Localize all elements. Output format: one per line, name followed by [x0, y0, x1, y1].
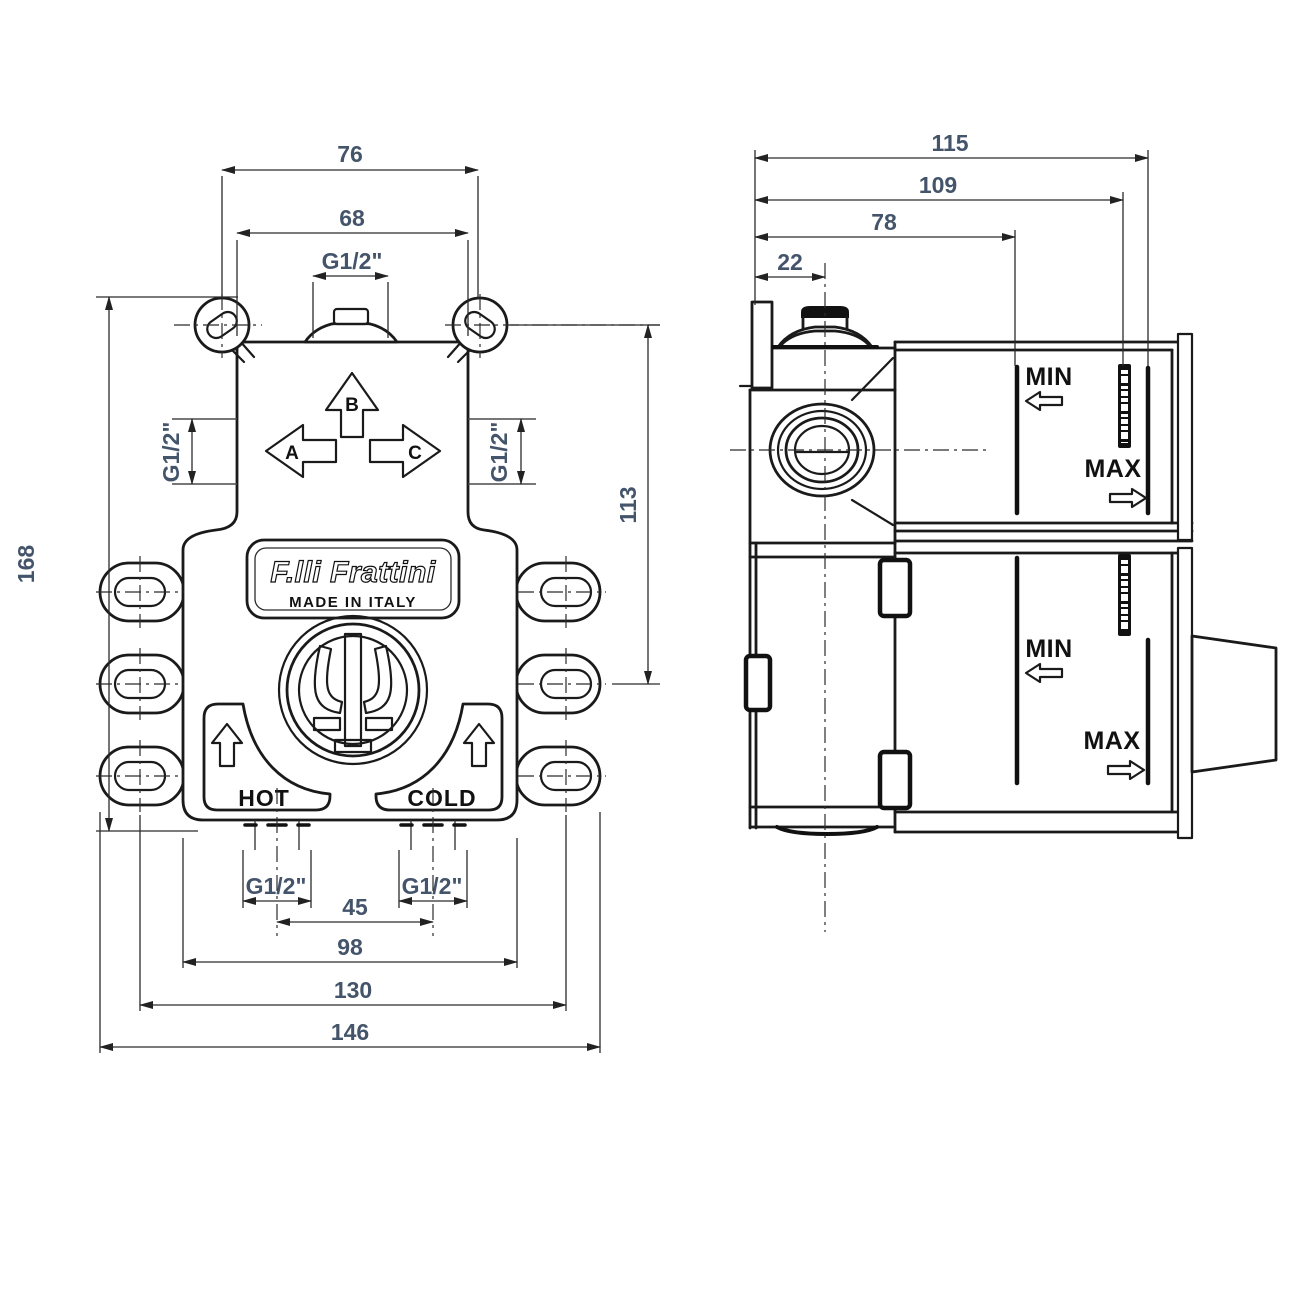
dim-130: 130	[334, 977, 372, 1003]
dim-g12-top: G1/2"	[322, 248, 383, 274]
dimension-labels-side: 115 109 78 22	[777, 130, 969, 275]
max-upper-arrow-icon	[1108, 487, 1148, 509]
dimension-lines-front	[99, 166, 652, 1051]
min-upper-arrow-icon	[1024, 390, 1064, 412]
dim-168: 168	[13, 545, 39, 584]
dim-g12-left: G1/2"	[158, 422, 184, 483]
dim-g12-bottom-left: G1/2"	[246, 873, 307, 899]
dim-109: 109	[919, 172, 957, 198]
dim-115: 115	[931, 130, 968, 156]
max-lower-arrow-icon	[1106, 759, 1146, 781]
extension-lines-front	[96, 176, 660, 1053]
max-lower-label: MAX	[1083, 727, 1140, 755]
hot-up-arrow-icon	[210, 722, 244, 768]
outlet-boss	[1190, 634, 1278, 774]
side-view: MIN MAX MIN MAX 115	[730, 130, 1278, 932]
tab-left-1	[98, 561, 186, 623]
dim-g12-right: G1/2"	[486, 422, 512, 483]
mounting-ear-right	[445, 294, 660, 364]
dim-146: 146	[331, 1019, 369, 1045]
tab-left-3	[98, 745, 186, 807]
dim-68: 68	[339, 205, 365, 231]
cold-up-arrow-icon	[462, 722, 496, 768]
cover-end-cap-lower	[1176, 546, 1194, 840]
min-lower-label: MIN	[1025, 635, 1072, 663]
min-upper-label: MIN	[1025, 363, 1072, 391]
dim-22: 22	[777, 249, 803, 275]
dim-78: 78	[871, 209, 897, 235]
mounting-ear-left	[174, 294, 262, 364]
flow-direction-arrows: B A C	[264, 371, 442, 479]
depth-markings-lower: MIN MAX	[1014, 554, 1151, 786]
max-upper-label: MAX	[1084, 455, 1141, 483]
valve-body-outline	[181, 340, 519, 822]
up-arrow-icon	[324, 371, 380, 439]
dim-113: 113	[615, 486, 641, 523]
left-arrow-icon	[264, 423, 338, 479]
wall-flange	[750, 300, 774, 390]
front-view: B A C F.lli Frattini MADE IN ITALY	[13, 141, 660, 1053]
dim-98: 98	[337, 934, 363, 960]
brand-label: F.lli Frattini	[270, 556, 436, 589]
dimension-lines-side	[754, 154, 1149, 281]
cold-panel: COLD	[374, 702, 504, 812]
fitting-cap	[801, 306, 849, 318]
cover-box	[893, 332, 1278, 840]
cover-clips	[743, 557, 913, 811]
tab-holes	[96, 556, 606, 812]
outlet-a-label: A	[285, 443, 299, 464]
trident-logo-icon	[312, 632, 394, 754]
extension-lines-side	[730, 150, 1149, 932]
cover-end-cap-upper	[1176, 332, 1194, 542]
dim-76: 76	[337, 141, 363, 167]
outlet-b-label: B	[345, 395, 359, 416]
brand-plate: F.lli Frattini MADE IN ITALY	[245, 538, 461, 620]
min-lower-arrow-icon	[1024, 662, 1064, 684]
depth-markings-upper: MIN MAX	[1014, 363, 1151, 516]
dim-45: 45	[342, 894, 368, 920]
dim-g12-bottom-right: G1/2"	[402, 873, 463, 899]
side-body	[738, 300, 897, 837]
top-inlet-port	[303, 307, 399, 344]
frattini-emblem	[277, 614, 429, 766]
tab-left-2	[98, 653, 186, 715]
cold-label: COLD	[407, 785, 476, 811]
hot-label: HOT	[238, 785, 290, 811]
bottom-ports	[243, 788, 467, 936]
dimension-labels-front: 76 68 G1/2" 168 113 G1/2" G1/2" G1/2" G1…	[13, 141, 641, 1045]
made-in-italy-label: MADE IN ITALY	[289, 594, 417, 611]
outlet-c-label: C	[408, 443, 422, 464]
hot-panel: HOT	[202, 702, 332, 812]
right-arrow-icon	[368, 423, 442, 479]
